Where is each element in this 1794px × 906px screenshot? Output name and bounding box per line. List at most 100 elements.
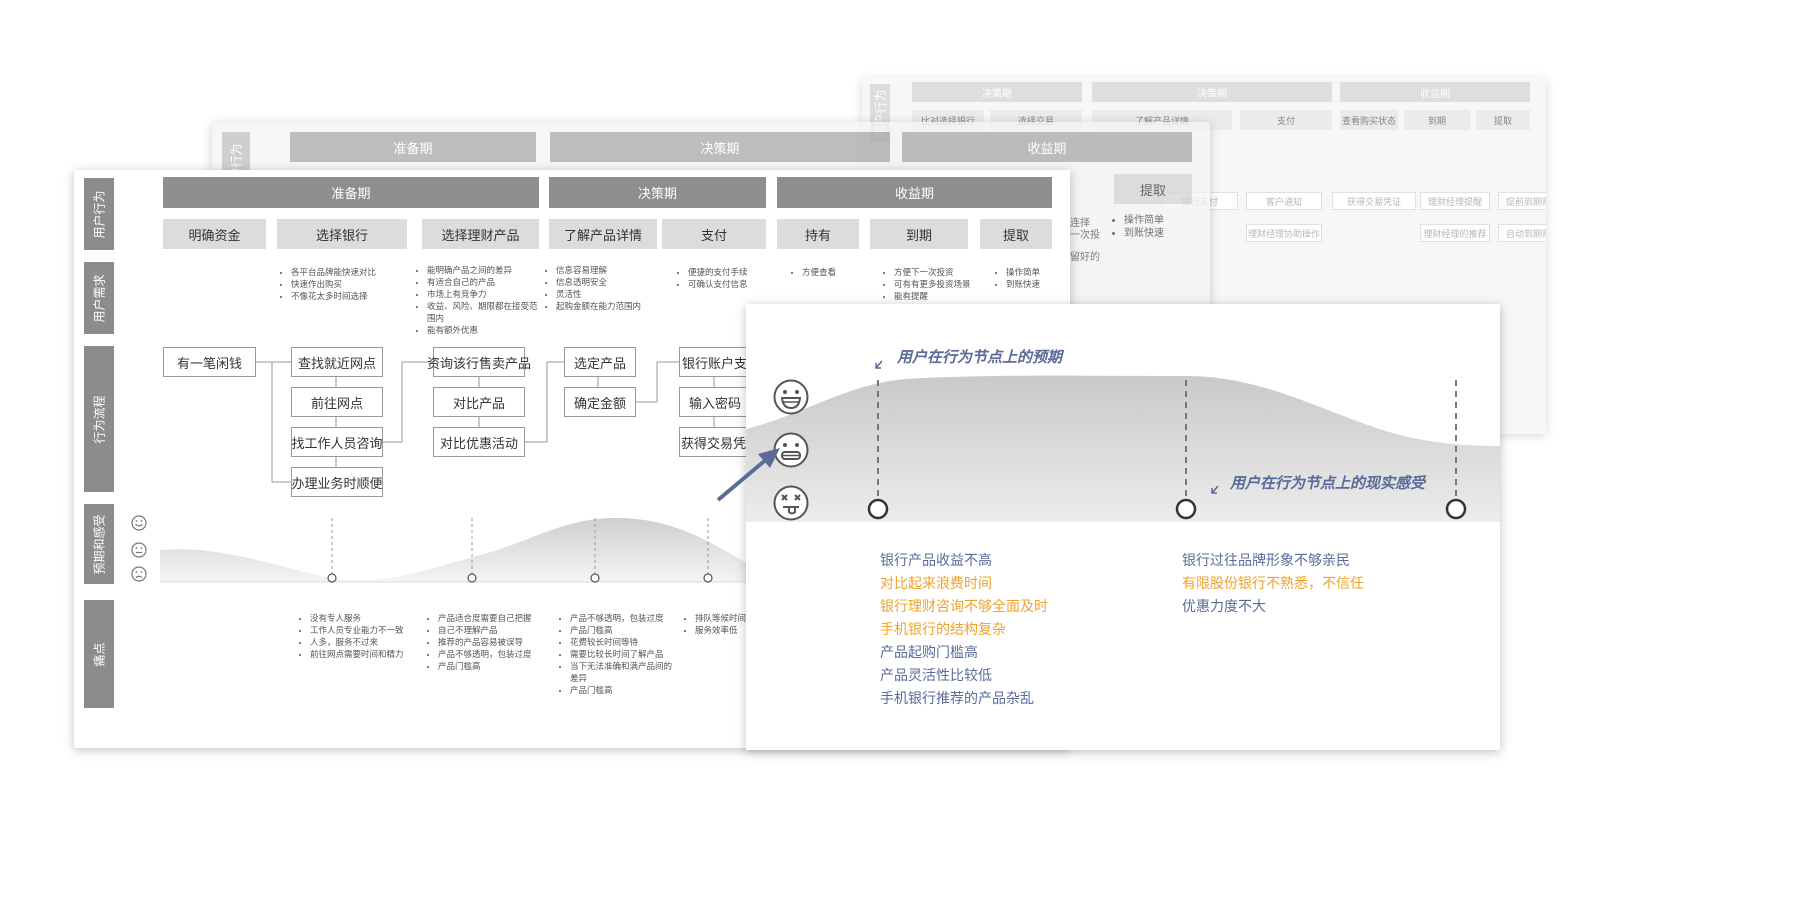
feelings-left-list: 银行产品收益不高 对比起来浪费时间 银行理财咨询不够全面及时 手机银行的结构复杂… xyxy=(880,550,1048,711)
phase-income: 收益期 xyxy=(902,132,1192,162)
needs-withdraw: 操作简单 到账快速 xyxy=(994,267,1040,291)
pain-item: 产品不够透明，包装过度 xyxy=(570,613,680,625)
need-item: 收益、风险、期限都在接受范围内 xyxy=(427,301,545,325)
pain-item: 产品门槛高 xyxy=(570,625,680,637)
need-item: 方便查看 xyxy=(802,267,836,279)
step: 到期 xyxy=(1404,110,1470,130)
row-label-user-needs: 用户需求 xyxy=(84,262,114,334)
partial-text: 连择 一次投 留好的 xyxy=(1070,218,1100,264)
pain-item: 没有专人服务 xyxy=(310,613,404,625)
step-choose-bank: 选择银行 xyxy=(277,219,407,249)
flow-node-go-branch: 前往网点 xyxy=(291,387,383,417)
feeling-item: 产品起购门槛高 xyxy=(880,645,978,661)
expectation-label: 用户在行为节点上的预期 xyxy=(897,348,1063,366)
flow-node-consult-staff: 找工作人员咨询 xyxy=(291,427,383,457)
step-choose-product: 选择理财产品 xyxy=(422,219,539,249)
pain-item: 服务效率低 xyxy=(695,625,755,637)
needs-choose-bank: 各平台品牌能快速对比 快速作出购买 不像花太多时间选择 xyxy=(279,267,376,303)
feeling-item: 有限股份银行不熟悉，不信任 xyxy=(1182,576,1364,592)
reality-label: 用户在行为节点上的现实感受 xyxy=(1230,474,1426,492)
pain-item: 花费较长时间等待 xyxy=(570,637,680,649)
need-item: 方便下一次投资 xyxy=(894,267,971,279)
pain-item: 排队等候时间长 xyxy=(695,613,755,625)
flow-node-receipt: 获得交易凭证 xyxy=(679,427,759,457)
need-item: 操作简单 xyxy=(1006,267,1040,279)
phase-income: 收益期 xyxy=(1340,82,1530,102)
need-item: 能有额外优惠 xyxy=(427,325,545,337)
needs-payment: 便捷的支付手续 可确认支付信息 xyxy=(676,267,748,291)
feeling-item: 产品灵活性比较低 xyxy=(880,668,992,684)
need-item: 可确认支付信息 xyxy=(688,279,748,291)
pain-item: 产品门槛高 xyxy=(570,685,680,697)
phase-income: 收益期 xyxy=(777,177,1052,208)
step-confirm-funds: 明确资金 xyxy=(163,219,266,249)
neutral-face-icon xyxy=(772,431,810,473)
flow-node-enter-password: 输入密码 xyxy=(679,387,751,417)
needs-product-details: 信息容易理解 信息透明安全 灵活性 起购金额在能力范围内 xyxy=(544,265,641,313)
need-item: 不像花太多时间选择 xyxy=(291,291,376,303)
need-item: 到账快速 xyxy=(1006,279,1040,291)
zoom-detail-card: 用户在行为节点上的预期 用户在行为节点上的现实感受 银行产品收益不高 对比起来浪… xyxy=(746,304,1500,750)
feeling-item: 手机银行的结构复杂 xyxy=(880,622,1006,638)
feeling-item: 对比起来浪费时间 xyxy=(880,576,992,592)
need-item: 操作简单 xyxy=(1124,214,1164,227)
needs-choose-product: 能明确产品之间的差异 有适合自己的产品 市场上有竞争力 收益、风险、期限都在接受… xyxy=(415,265,545,337)
phase-decision: 决策期 xyxy=(550,132,890,162)
pains-payment: 排队等候时间长 服务效率低 xyxy=(683,613,755,637)
feeling-item: 银行过往品牌形象不够亲民 xyxy=(1182,553,1350,569)
main-journey-card: 用户行为 用户需求 行为流程 预期和感受 痛点 准备期 决策期 收益期 明确资金… xyxy=(74,170,1070,748)
neutral-face-icon xyxy=(131,542,147,562)
flow-node: 理财经理协助操作 xyxy=(1246,224,1322,242)
needs-withdraw: 操作简单 到账快速 xyxy=(1112,214,1164,240)
pains-choose-bank: 没有专人服务 工作人员专业能力不一致 人多，服务不过来 前往网点需要时间和精力 xyxy=(298,613,404,661)
need-item: 灵活性 xyxy=(556,289,641,301)
emotion-curve xyxy=(160,517,830,583)
row-label-behavior-flow: 行为流程 xyxy=(84,346,114,492)
partial-text-3: 留好的 xyxy=(1070,252,1100,263)
need-item: 能有提醒 xyxy=(894,291,971,303)
phase-decision: 决策期 xyxy=(912,82,1082,102)
needs-maturity: 方便下一次投资 可有有更多投资场景 能有提醒 xyxy=(882,267,971,303)
pains-choose-product: 产品适合度需要自己把握 自己不理解产品 推荐的产品容易被误导 产品不够透明，包装… xyxy=(426,613,532,673)
flow-node-compare-products: 对比产品 xyxy=(433,387,525,417)
step-product-details: 了解产品详情 xyxy=(549,219,657,249)
step: 支付 xyxy=(1240,110,1332,130)
step-withdraw: 提取 xyxy=(1114,174,1192,204)
step-withdraw: 提取 xyxy=(980,219,1052,249)
dizzy-face-icon xyxy=(772,484,810,526)
flow-node: 自动到期账户 xyxy=(1498,224,1546,242)
flow-node: 提前到期账户 xyxy=(1498,192,1546,210)
phase-preparation: 准备期 xyxy=(163,177,539,208)
pain-item: 产品不够透明，包装过度 xyxy=(438,649,532,661)
row-label-expectation-feeling: 预期和感受 xyxy=(84,504,114,584)
partial-text-2: 一次投 xyxy=(1070,230,1100,241)
pain-item: 自己不理解产品 xyxy=(438,625,532,637)
flow-node: 理财经理的推荐 xyxy=(1420,224,1490,242)
pain-item: 产品适合度需要自己把握 xyxy=(438,613,532,625)
pain-item: 产品门槛高 xyxy=(438,661,532,673)
need-item: 信息透明安全 xyxy=(556,277,641,289)
feeling-item: 银行理财咨询不够全面及时 xyxy=(880,599,1048,615)
happy-face-icon xyxy=(772,378,810,420)
flow-node: 客户通知 xyxy=(1246,192,1322,210)
flow-connectors xyxy=(256,361,715,483)
flow-node-select-product: 选定产品 xyxy=(564,347,636,377)
need-item: 到账快速 xyxy=(1124,227,1164,240)
feeling-item: 优惠力度不大 xyxy=(1182,599,1266,615)
sad-face-icon xyxy=(131,566,147,586)
zoom-emotion-curve xyxy=(746,360,1500,522)
flow-node-find-branch: 查找就近网点 xyxy=(291,347,383,377)
pain-item: 需要比较长时间了解产品 xyxy=(570,649,680,661)
pains-product-details: 产品不够透明，包装过度 产品门槛高 花费较长时间等待 需要比较长时间了解产品 当… xyxy=(558,613,680,697)
need-item: 可有有更多投资场景 xyxy=(894,279,971,291)
need-item: 快速作出购买 xyxy=(291,279,376,291)
feeling-item: 手机银行推荐的产品杂乱 xyxy=(880,691,1034,707)
pain-item: 当下无法准确和满产品间的差异 xyxy=(570,661,680,685)
feelings-right-list: 银行过往品牌形象不够亲民 有限股份银行不熟悉，不信任 优惠力度不大 xyxy=(1182,550,1364,619)
flow-node: 理财经理提醒 xyxy=(1420,192,1490,210)
step-hold: 持有 xyxy=(777,219,859,249)
pain-item: 工作人员专业能力不一致 xyxy=(310,625,404,637)
need-item: 能明确产品之间的差异 xyxy=(427,265,545,277)
feeling-item: 银行产品收益不高 xyxy=(880,553,992,569)
